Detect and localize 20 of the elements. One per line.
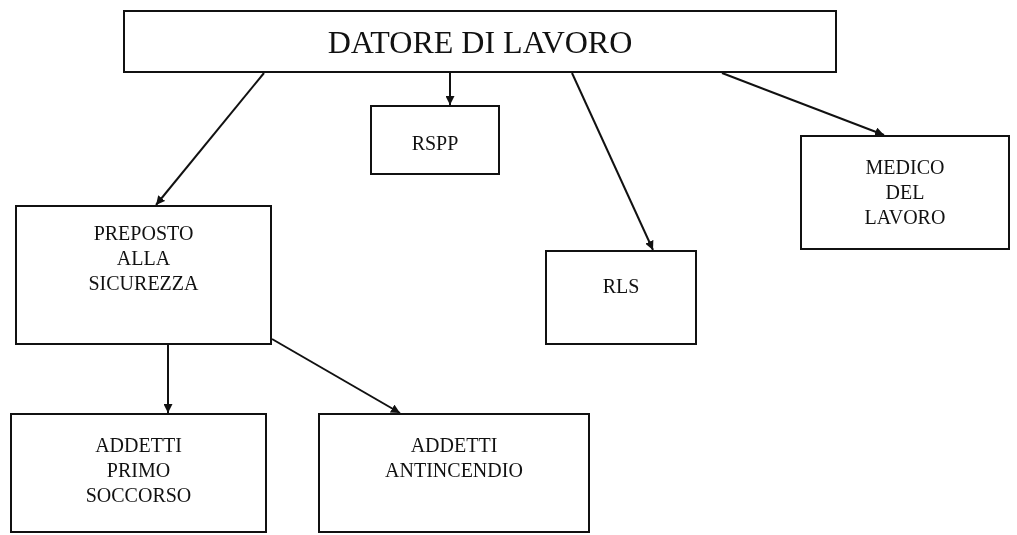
role-box <box>318 413 590 533</box>
role-label: RLS <box>602 274 640 299</box>
arrow <box>721 72 885 136</box>
arrow <box>271 338 401 414</box>
role-box <box>123 10 837 73</box>
role-label: ADDETTI PRIMO SOCCORSO <box>84 433 193 508</box>
role-label: PREPOSTO ALLA SICUREZZA <box>87 221 200 296</box>
arrow <box>155 72 265 206</box>
role-box <box>370 105 500 175</box>
role-label: DATORE DI LAVORO <box>327 23 633 62</box>
role-label: MEDICO DEL LAVORO <box>863 155 947 230</box>
arrow <box>163 344 173 414</box>
role-box <box>800 135 1010 250</box>
role-label: RSPP <box>411 131 459 156</box>
role-box <box>10 413 267 533</box>
role-box <box>15 205 272 345</box>
arrow <box>571 72 654 251</box>
role-label: ADDETTI ANTINCENDIO <box>384 433 524 483</box>
arrow <box>445 72 455 106</box>
role-box <box>545 250 697 345</box>
